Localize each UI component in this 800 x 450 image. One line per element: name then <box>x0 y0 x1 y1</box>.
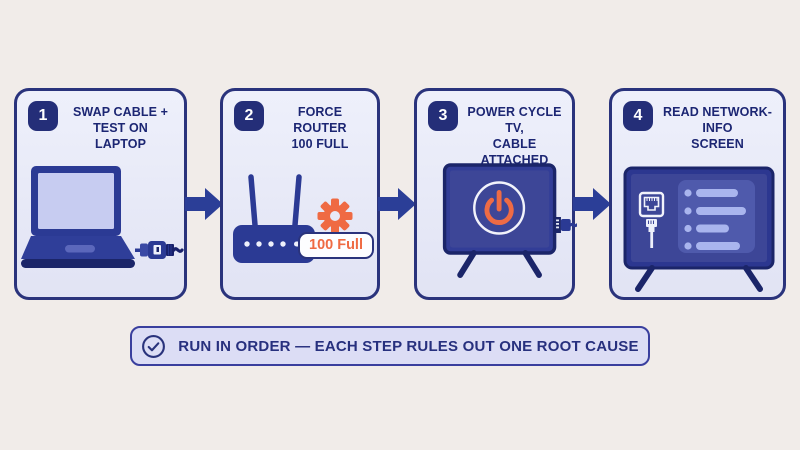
step-4-number-badge: 4 <box>623 101 653 131</box>
power-ring-icon <box>473 181 526 235</box>
info-list-rows <box>684 189 746 250</box>
step-4-title: READ NETWORK-INFO SCREEN <box>661 101 774 152</box>
step-1-title-line1: SWAP CABLE + <box>72 105 169 119</box>
step-card-2: 2 FORCE ROUTER 100 FULL <box>220 88 380 300</box>
step-3-title: POWER CYCLE TV, CABLE ATTACHED <box>466 101 563 168</box>
laptop-ethernet-adapter-icon <box>21 166 184 268</box>
step-2-title-line2: 100 FULL <box>291 137 349 151</box>
step-1-title-line2: TEST ON LAPTOP <box>93 121 148 151</box>
step-3-number-badge: 3 <box>428 101 458 131</box>
step-2-number-badge: 2 <box>234 101 264 131</box>
footer-banner: RUN IN ORDER — EACH STEP RULES OUT ONE R… <box>130 326 650 366</box>
step-card-1: 1 SWAP CABLE + TEST ON LAPTOP <box>14 88 187 300</box>
step-card-4: 4 READ NETWORK-INFO SCREEN <box>609 88 786 300</box>
step-1-header: 1 SWAP CABLE + TEST ON LAPTOP <box>17 91 184 152</box>
ethernet-plug-icon <box>554 217 577 233</box>
arrow-right-icon <box>185 188 223 220</box>
step-1-title: SWAP CABLE + TEST ON LAPTOP <box>66 101 175 152</box>
step-4-title-line1: READ NETWORK-INFO <box>663 105 772 135</box>
tv-network-info-icon <box>623 166 775 292</box>
step-card-3: 3 POWER CYCLE TV, CABLE ATTACHED <box>414 88 577 300</box>
router-gear-icon <box>233 174 353 263</box>
step-3-title-line1: POWER CYCLE TV, <box>467 105 562 135</box>
step-1-number-badge: 1 <box>28 101 58 131</box>
arrow-right-icon <box>378 188 416 220</box>
power-icon <box>484 197 514 225</box>
check-circle-icon <box>142 334 166 358</box>
step-4-header: 4 READ NETWORK-INFO SCREEN <box>612 91 783 152</box>
tv-power-button-icon <box>442 163 577 278</box>
step-2-title-line1: FORCE ROUTER <box>293 105 347 135</box>
ethernet-port-icon <box>638 191 665 248</box>
step-2-title: FORCE ROUTER 100 FULL <box>272 101 368 152</box>
step-3-header: 3 POWER CYCLE TV, CABLE ATTACHED <box>417 91 572 168</box>
info-panel <box>678 180 755 253</box>
arrow-right-icon <box>573 188 611 220</box>
speed-setting-badge: 100 Full <box>298 232 374 259</box>
step-2-header: 2 FORCE ROUTER 100 FULL <box>223 91 377 152</box>
gear-icon <box>317 198 353 234</box>
footer-text: RUN IN ORDER — EACH STEP RULES OUT ONE R… <box>178 337 639 355</box>
step-4-title-line2: SCREEN <box>691 137 744 151</box>
